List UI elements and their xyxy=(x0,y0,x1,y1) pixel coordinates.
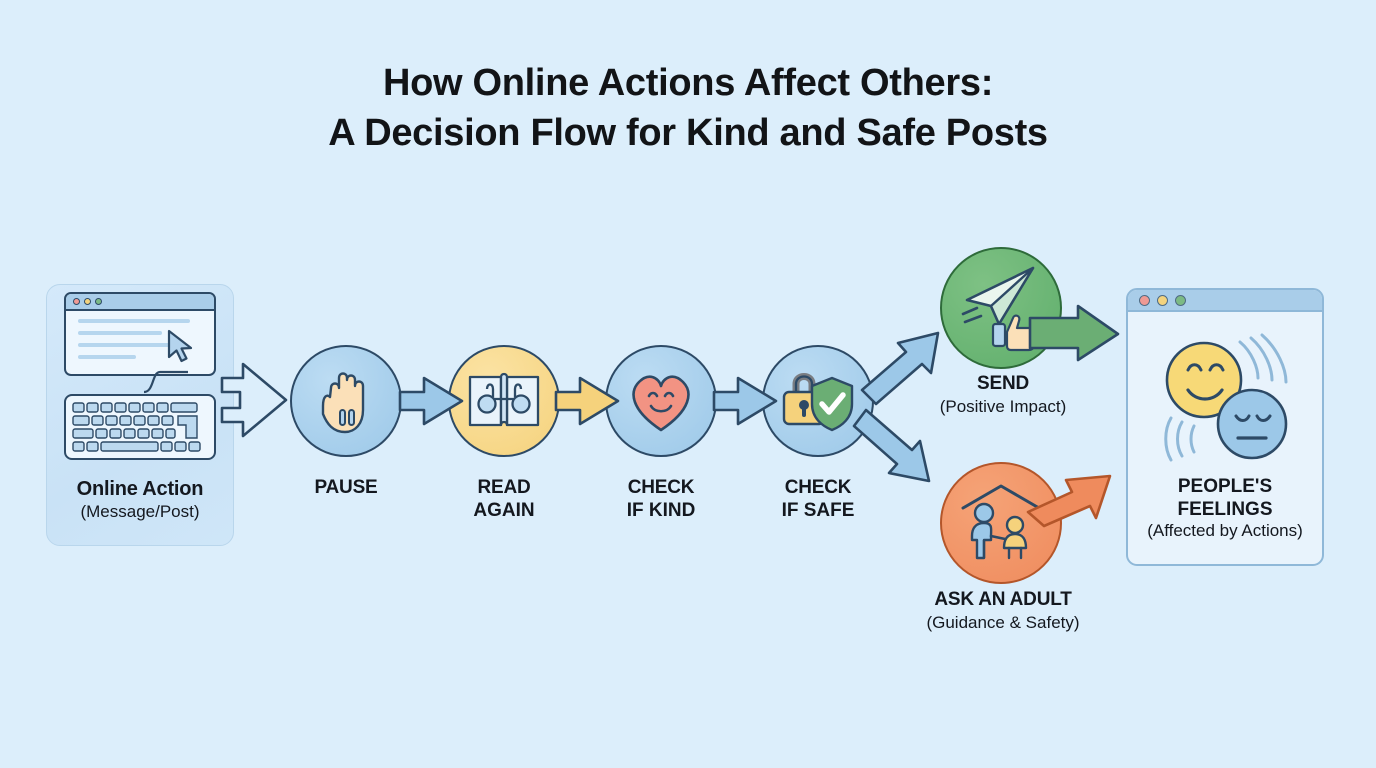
mouse-cursor-icon xyxy=(167,329,193,363)
online-action-title: Online Action xyxy=(76,478,204,500)
outcome-title-line-1: PEOPLE'S xyxy=(1177,476,1273,497)
paper-plane-thumbs-up-icon xyxy=(961,266,1037,352)
browser-window-icon xyxy=(64,292,216,376)
step-label-safe-main: CHECK xyxy=(784,477,852,498)
step-label-kind-sub: IF KIND xyxy=(626,500,696,521)
step-label-read-main: READ xyxy=(477,477,531,498)
online-action-subtitle: (Message/Post) xyxy=(80,502,200,521)
step-label-check-if-safe: CHECK IF SAFE xyxy=(728,476,908,522)
hand-stop-icon xyxy=(321,372,365,434)
branch-label-send: SEND (Positive Impact) xyxy=(913,372,1093,418)
branch-node-ask-an-adult[interactable] xyxy=(940,462,1062,584)
outcome-window-icon xyxy=(1126,288,1324,566)
step-label-pause: PAUSE xyxy=(256,476,436,499)
book-glasses-icon xyxy=(468,372,540,427)
happy-face-icon xyxy=(1165,341,1243,419)
window-dot-yellow-icon xyxy=(84,298,91,305)
branch-label-ask-an-adult: ASK AN ADULT (Guidance & Safety) xyxy=(911,588,1095,634)
cable-icon xyxy=(143,370,188,394)
outcome-window-titlebar xyxy=(1128,290,1322,312)
step-label-safe-sub: IF SAFE xyxy=(781,500,855,521)
sad-face-icon xyxy=(1216,388,1288,460)
motion-lines-icon xyxy=(1164,333,1288,462)
text-line xyxy=(78,319,190,323)
keyboard-icon xyxy=(64,394,216,460)
step-node-read-again[interactable] xyxy=(448,345,560,457)
title-line-2: A Decision Flow for Kind and Safe Posts xyxy=(328,112,1048,154)
step-label-read-again: READ AGAIN xyxy=(414,476,594,522)
window-dot-green-icon xyxy=(95,298,102,305)
branch-label-adult-main: ASK AN ADULT xyxy=(934,589,1072,610)
branch-label-send-main: SEND xyxy=(977,373,1029,394)
outcome-title-line-2: FEELINGS xyxy=(1177,499,1273,520)
step-label-check-if-kind: CHECK IF KIND xyxy=(571,476,751,522)
window-dot-red-icon xyxy=(1139,294,1150,306)
step-label-pause-main: PAUSE xyxy=(314,477,378,498)
window-dot-red-icon xyxy=(73,298,80,305)
window-dot-yellow-icon xyxy=(1157,294,1168,306)
step-node-check-if-kind[interactable] xyxy=(605,345,717,457)
text-line xyxy=(78,331,162,335)
lock-shield-check-icon xyxy=(782,373,854,432)
smiling-heart-icon xyxy=(632,375,690,432)
title-line-1: How Online Actions Affect Others: xyxy=(382,62,994,104)
adult-child-home-icon xyxy=(961,484,1041,560)
branch-label-adult-sub: (Guidance & Safety) xyxy=(926,613,1080,632)
text-line xyxy=(78,343,170,347)
page-title: How Online Actions Affect Others: A Deci… xyxy=(0,58,1376,158)
outcome-subtitle: (Affected by Actions) xyxy=(1147,521,1303,540)
branch-node-send[interactable] xyxy=(940,247,1062,369)
step-node-check-if-safe[interactable] xyxy=(762,345,874,457)
browser-titlebar xyxy=(66,294,214,311)
step-node-pause[interactable] xyxy=(290,345,402,457)
step-label-read-sub: AGAIN xyxy=(473,500,535,521)
step-label-kind-main: CHECK xyxy=(627,477,695,498)
online-action-label: Online Action (Message/Post) xyxy=(30,478,250,522)
window-dot-green-icon xyxy=(1175,294,1186,306)
text-line xyxy=(78,355,136,359)
outcome-label: PEOPLE'S FEELINGS (Affected by Actions) xyxy=(1126,475,1324,541)
branch-label-send-sub: (Positive Impact) xyxy=(939,397,1067,416)
